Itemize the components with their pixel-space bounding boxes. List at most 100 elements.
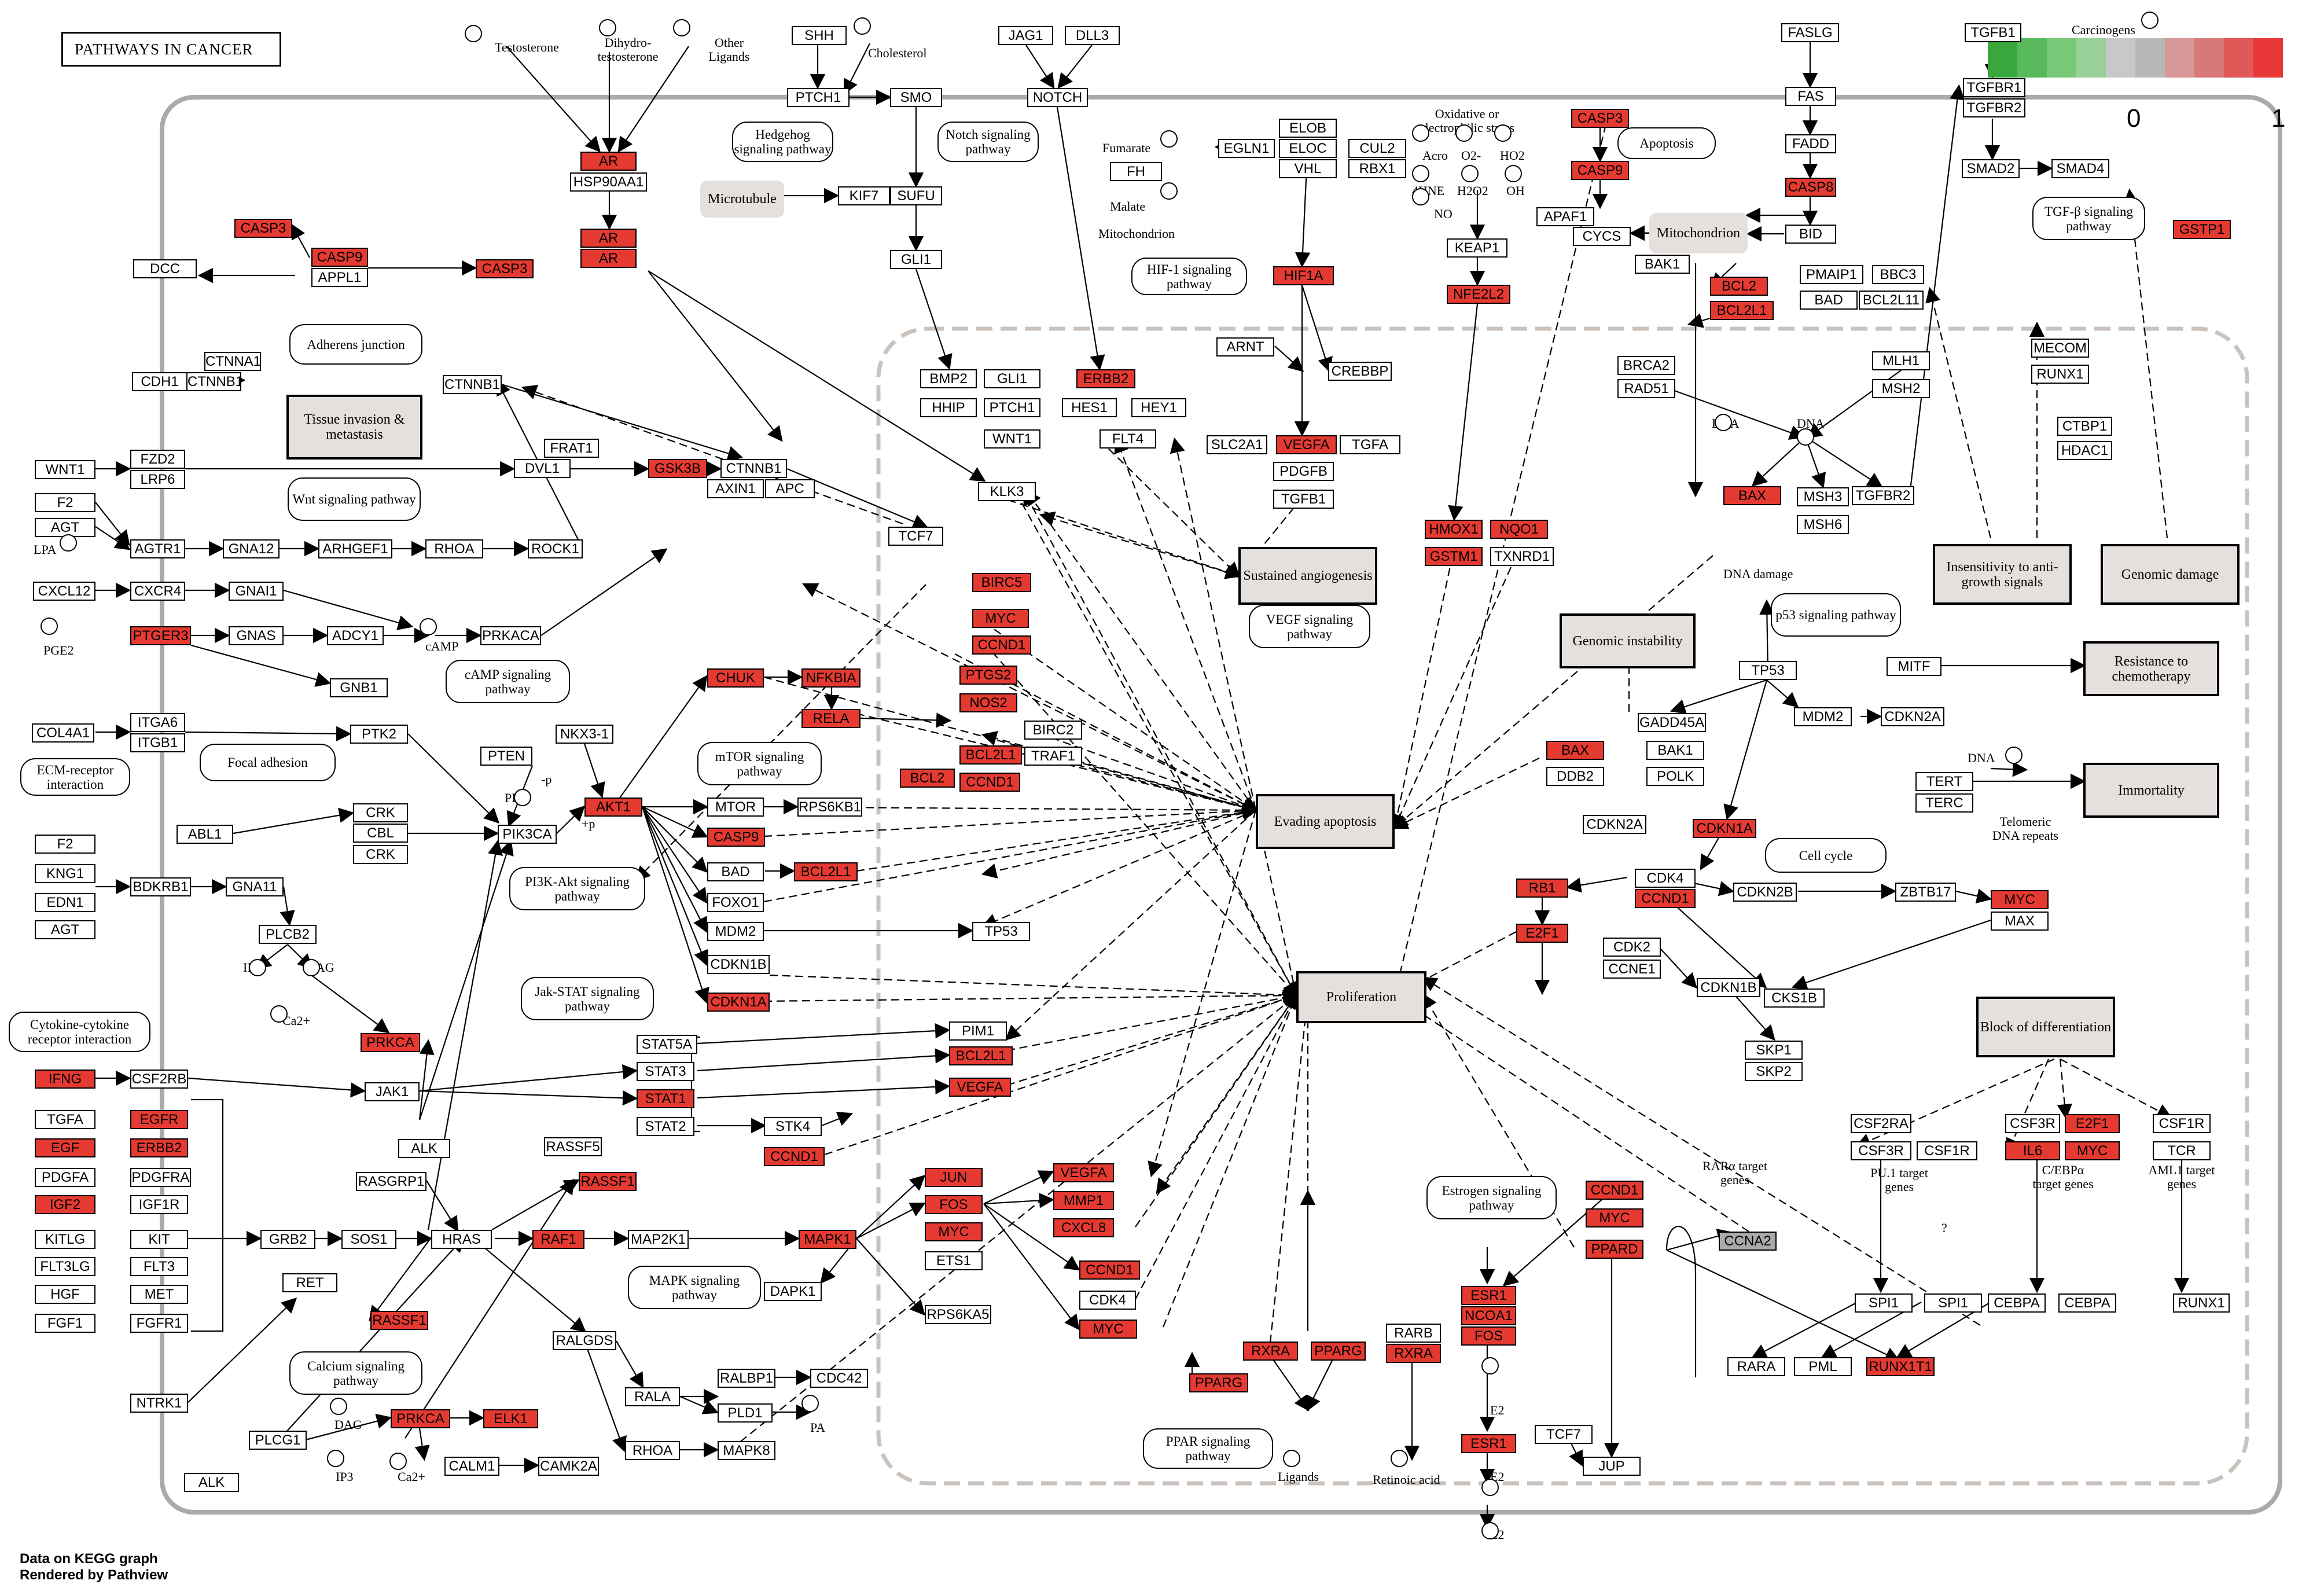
gene-node-wnt1b[interactable]: WNT1	[984, 429, 1040, 449]
gene-node-ctnnb1c[interactable]: CTNNB1	[720, 459, 787, 478]
gene-node-stat5a[interactable]: STAT5A	[637, 1035, 697, 1054]
gene-node-tcf7b[interactable]: TCF7	[1535, 1425, 1593, 1444]
gene-node-e2f1a[interactable]: E2F1	[1516, 924, 1568, 943]
gene-node-pmaip1[interactable]: PMAIP1	[1800, 265, 1863, 284]
gene-node-tgfbr2a[interactable]: TGFBR2	[1963, 98, 2025, 117]
gene-node-esr1b[interactable]: ESR1	[1461, 1434, 1516, 1453]
gene-node-adcy1[interactable]: ADCY1	[327, 626, 384, 645]
gene-node-rad51[interactable]: RAD51	[1617, 379, 1675, 398]
gene-node-shh[interactable]: SHH	[792, 26, 847, 45]
gene-node-casp9b[interactable]: CASP9	[707, 828, 765, 847]
gene-node-mapk8[interactable]: MAPK8	[718, 1441, 775, 1460]
pathway-link-mtor[interactable]: mTOR signaling pathway	[697, 742, 822, 785]
gene-node-spi1b[interactable]: SPI1	[1924, 1293, 1982, 1313]
gene-node-sos1[interactable]: SOS1	[341, 1230, 396, 1249]
gene-node-smad2[interactable]: SMAD2	[1962, 159, 2020, 178]
gene-node-met[interactable]: MET	[130, 1285, 188, 1304]
gene-node-igf2[interactable]: IGF2	[35, 1195, 95, 1214]
gene-node-dapk1[interactable]: DAPK1	[764, 1282, 822, 1301]
gene-node-mlh1[interactable]: MLH1	[1872, 351, 1930, 370]
gene-node-cks1b[interactable]: CKS1B	[1764, 988, 1825, 1008]
gene-node-runx1t1[interactable]: RUNX1T1	[1866, 1357, 1935, 1376]
gene-node-cdkn2b[interactable]: CDKN2B	[1733, 883, 1797, 902]
gene-node-hif1a[interactable]: HIF1A	[1273, 266, 1334, 285]
pathway-link-ecm[interactable]: ECM-receptor interaction	[20, 758, 130, 796]
gene-node-crk[interactable]: CRK	[353, 803, 408, 822]
gene-node-calm1[interactable]: CALM1	[444, 1457, 499, 1476]
gene-node-itga6[interactable]: ITGA6	[130, 713, 185, 732]
pathway-link-p53[interactable]: p53 signaling pathway	[1771, 593, 1901, 637]
gene-node-ptk2[interactable]: PTK2	[350, 725, 408, 744]
gene-node-bcl2a[interactable]: BCL2	[900, 769, 955, 788]
gene-node-bak1a[interactable]: BAK1	[1635, 255, 1690, 274]
gene-node-gnb1[interactable]: GNB1	[330, 678, 388, 697]
pathway-link-cellcycle[interactable]: Cell cycle	[1765, 838, 1887, 873]
gene-node-kng1[interactable]: KNG1	[35, 864, 95, 883]
pathway-link-calcium[interactable]: Calcium signaling pathway	[289, 1351, 422, 1395]
gene-node-col4a1[interactable]: COL4A1	[32, 723, 94, 743]
gene-node-nos2[interactable]: NOS2	[959, 693, 1017, 712]
gene-node-tp53a[interactable]: TP53	[972, 922, 1030, 941]
gene-node-spi1a[interactable]: SPI1	[1855, 1293, 1913, 1313]
gene-node-bid[interactable]: BID	[1785, 225, 1836, 244]
gene-node-ppard[interactable]: PPARD	[1586, 1240, 1643, 1259]
gene-node-csf2rb[interactable]: CSF2RB	[130, 1070, 188, 1089]
gene-node-rhoab[interactable]: RHOA	[625, 1441, 680, 1460]
gene-node-camk2a[interactable]: CAMK2A	[538, 1457, 599, 1476]
gene-node-flt4[interactable]: FLT4	[1100, 429, 1156, 449]
gene-node-tert[interactable]: TERT	[1915, 772, 1973, 791]
gene-node-rb1[interactable]: RB1	[1516, 879, 1568, 898]
gene-node-ntrk1[interactable]: NTRK1	[130, 1394, 188, 1413]
gene-node-tgfab[interactable]: TGFA	[1340, 435, 1400, 454]
gene-node-e2f1b[interactable]: E2F1	[2065, 1114, 2120, 1133]
gene-node-stk4[interactable]: STK4	[764, 1117, 822, 1136]
gene-node-bmp2[interactable]: BMP2	[920, 369, 977, 388]
gene-node-mycb[interactable]: MYC	[925, 1222, 983, 1241]
gene-node-tgfaa[interactable]: TGFA	[35, 1110, 95, 1129]
gene-node-msh3[interactable]: MSH3	[1797, 487, 1849, 506]
pathway-link-estrogen[interactable]: Estrogen signaling pathway	[1426, 1176, 1557, 1219]
gene-node-skp2[interactable]: SKP2	[1745, 1062, 1803, 1081]
gene-node-baxa[interactable]: BAX	[1723, 486, 1781, 505]
gene-node-cdkn1ba[interactable]: CDKN1B	[707, 955, 770, 974]
gene-node-ptch1a[interactable]: PTCH1	[787, 88, 850, 107]
gene-node-gli1a[interactable]: GLI1	[890, 250, 942, 269]
gene-node-alkb[interactable]: ALK	[184, 1473, 239, 1492]
gene-node-hsp90aa1[interactable]: HSP90AA1	[570, 172, 647, 192]
gene-node-tgfbr2b[interactable]: TGFBR2	[1852, 486, 1914, 505]
gene-node-mmp1[interactable]: MMP1	[1053, 1191, 1114, 1210]
gene-node-ccnd1a[interactable]: CCND1	[764, 1147, 825, 1166]
gene-node-cdk2[interactable]: CDK2	[1603, 938, 1661, 957]
pathway-link-mapk[interactable]: MAPK signaling pathway	[628, 1266, 761, 1309]
gene-node-crk2[interactable]: CRK	[353, 845, 408, 864]
gene-node-myce[interactable]: MYC	[2065, 1141, 2120, 1160]
gene-node-bcl2l11[interactable]: BCL2L11	[1859, 291, 1924, 310]
gene-node-pparg[interactable]: PPARG	[1311, 1342, 1366, 1361]
gene-node-f2a[interactable]: F2	[35, 493, 95, 512]
gene-node-birc5[interactable]: BIRC5	[972, 573, 1031, 592]
gene-node-birc2[interactable]: BIRC2	[1024, 721, 1082, 740]
gene-node-smo[interactable]: SMO	[890, 88, 942, 107]
gene-node-ifng[interactable]: IFNG	[35, 1070, 95, 1089]
gene-node-vegfac[interactable]: VEGFA	[1276, 435, 1337, 454]
gene-node-pten[interactable]: PTEN	[480, 747, 532, 766]
gene-node-txnrd1[interactable]: TXNRD1	[1490, 547, 1554, 566]
gene-node-nfe2l2[interactable]: NFE2L2	[1447, 285, 1510, 304]
gene-node-nqo1[interactable]: NQO1	[1490, 520, 1548, 539]
gene-node-cxcl8[interactable]: CXCL8	[1053, 1218, 1114, 1237]
pathway-link-apoptosis[interactable]: Apoptosis	[1617, 127, 1716, 159]
gene-node-ccnd1d[interactable]: CCND1	[1079, 1260, 1140, 1280]
gene-node-ralbp1[interactable]: RALBP1	[718, 1369, 775, 1388]
gene-node-sufu[interactable]: SUFU	[890, 186, 942, 205]
gene-node-kitlg[interactable]: KITLG	[35, 1230, 95, 1249]
gene-node-erbb2b[interactable]: ERBB2	[1076, 369, 1135, 388]
gene-node-baxb[interactable]: BAX	[1546, 741, 1604, 760]
gene-node-dcc[interactable]: DCC	[133, 259, 197, 278]
gene-node-runx1a[interactable]: RUNX1	[2031, 365, 2089, 384]
gene-node-flt3[interactable]: FLT3	[130, 1257, 188, 1276]
gene-node-jak1[interactable]: JAK1	[365, 1082, 420, 1101]
gene-node-pdgfb[interactable]: PDGFB	[1273, 462, 1334, 481]
gene-node-apaf1[interactable]: APAF1	[1536, 207, 1594, 226]
gene-node-prkcaa[interactable]: PRKCA	[361, 1033, 420, 1052]
gene-node-mapk1[interactable]: MAPK1	[799, 1230, 856, 1249]
